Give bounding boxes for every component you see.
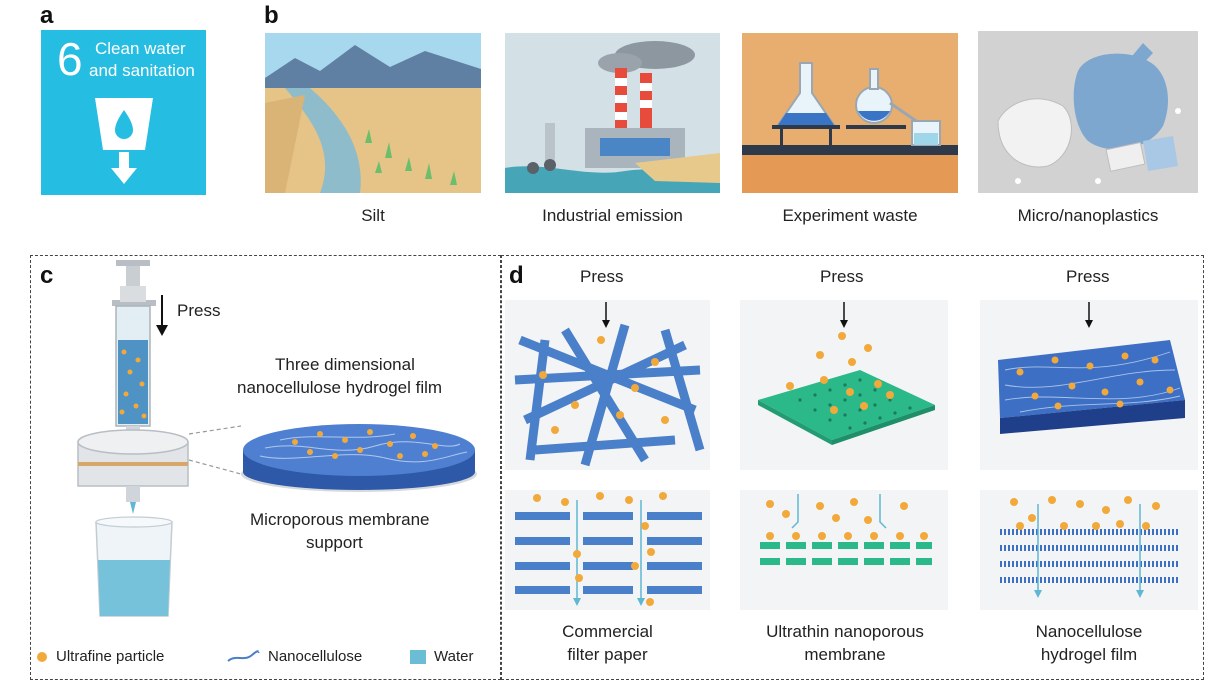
caption-nanoporous-line1: Ultrathin nanoporous — [766, 622, 924, 641]
press-arrow-icon — [156, 295, 168, 336]
film-label-line2: nanocellulose hydrogel film — [237, 378, 443, 397]
industrial-emission-illustration — [505, 33, 720, 193]
caption-silt: Silt — [361, 206, 385, 225]
panel-label-b: b — [264, 2, 279, 29]
legend-particle: Ultrafine particle — [36, 648, 164, 665]
caption-commercial-line1: Commercial — [562, 622, 653, 641]
experiment-waste-illustration — [742, 33, 958, 193]
press-label-d3: Press — [1066, 267, 1110, 286]
panel-label-c: c — [40, 262, 54, 289]
nanoporous-membrane-cross-section — [740, 490, 948, 610]
filter-paper-3d — [505, 300, 710, 470]
panel-c-frame — [30, 255, 501, 680]
legend-particle-label: Ultrafine particle — [56, 648, 165, 665]
hydrogel-film-cross-section — [980, 490, 1198, 610]
nanoporous-membrane-3d — [740, 300, 948, 470]
caption-nanoporous-line2: membrane — [804, 645, 886, 664]
sdg-tile: 6 Clean water and sanitation — [41, 30, 206, 195]
legend-nanocellulose-label: Nanocellulose — [268, 648, 363, 665]
hydrogel-film-disk — [188, 424, 477, 492]
nanocellulose-icon — [227, 649, 260, 662]
sdg-number: 6 — [57, 33, 83, 85]
particle-icon — [37, 651, 47, 662]
press-label-d2: Press — [820, 267, 864, 286]
press-label-d1: Press — [580, 267, 624, 286]
sdg-title-line1: Clean water — [95, 39, 186, 58]
caption-hydrogel-line2: hydrogel film — [1040, 645, 1138, 664]
caption-industrial-emission: Industrial emission — [542, 206, 683, 225]
panel-d-frame — [501, 255, 1204, 680]
support-label-line2: support — [306, 533, 363, 552]
syringe-filter-apparatus — [77, 260, 189, 617]
sdg-title-line2: and sanitation — [89, 61, 195, 80]
caption-hydrogel-line1: Nanocellulose — [1035, 622, 1143, 641]
press-label-c: Press — [177, 301, 221, 320]
film-label-line1: Three dimensional — [275, 355, 415, 374]
support-label-line1: Microporous membrane — [250, 510, 430, 529]
caption-commercial-line2: filter paper — [567, 645, 648, 664]
silt-illustration — [265, 33, 481, 193]
panel-label-d: d — [509, 262, 524, 289]
caption-micro-nanoplastics: Micro/nanoplastics — [1017, 206, 1159, 225]
legend-water-label: Water — [434, 648, 474, 665]
legend-water: Water — [410, 648, 473, 665]
filter-paper-cross-section — [505, 490, 710, 610]
water-icon — [410, 649, 426, 664]
water-glass-icon — [95, 98, 153, 184]
caption-experiment-waste: Experiment waste — [782, 206, 918, 225]
hydrogel-film-3d — [980, 300, 1198, 470]
legend-nanocellulose: Nanocellulose — [226, 648, 362, 665]
micro-nanoplastics-illustration — [978, 31, 1198, 193]
panel-label-a: a — [40, 2, 54, 29]
